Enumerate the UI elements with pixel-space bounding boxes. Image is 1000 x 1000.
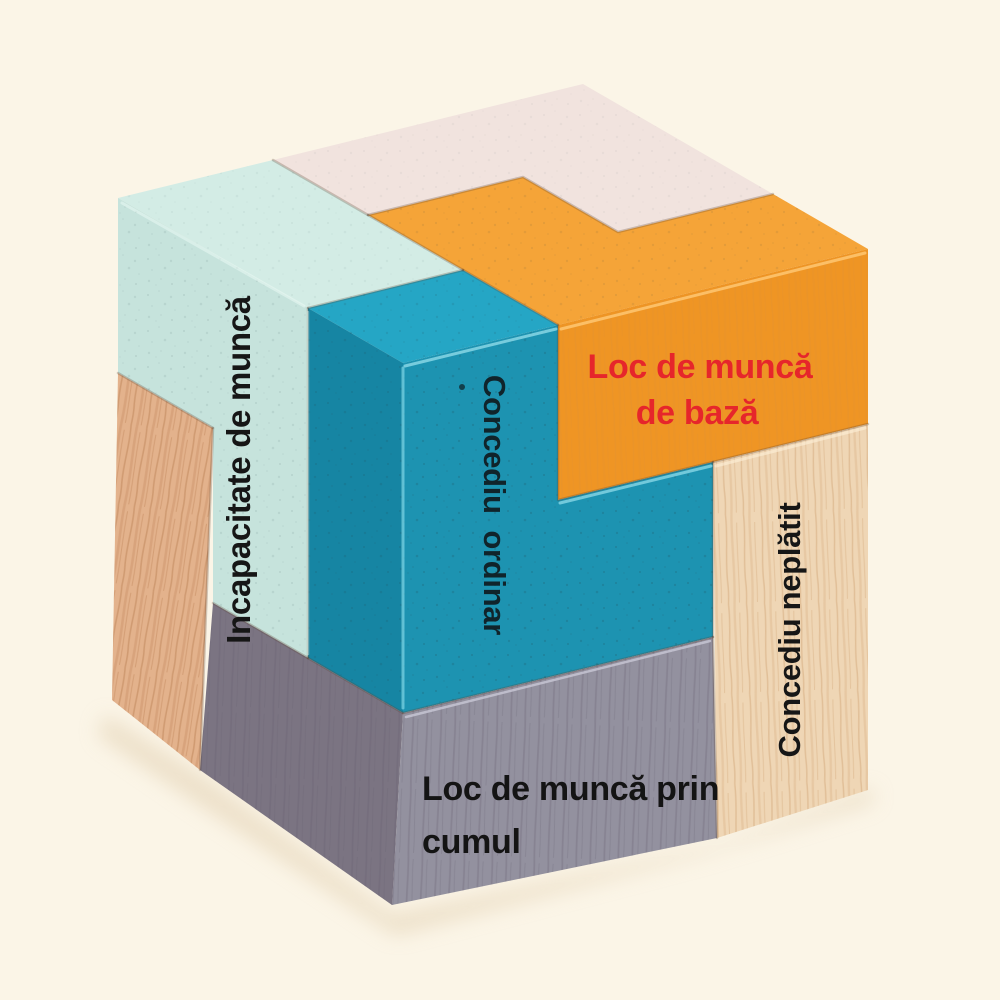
seam-orange-tealfront bbox=[556, 323, 715, 502]
mint-left-speckle-overlay bbox=[118, 198, 308, 658]
highlight-teal-top-edge bbox=[403, 327, 558, 368]
label-concediu-ordinar: Concediu ordinar bbox=[477, 375, 512, 635]
highlight-gray-top-edge bbox=[404, 639, 712, 719]
label-loc-de-munca-de-baza-line2: de bază bbox=[636, 394, 760, 432]
seam-pink-orange bbox=[366, 175, 775, 234]
seam-teal-grayfront bbox=[401, 635, 715, 715]
seam-woodright-gray bbox=[711, 635, 719, 840]
highlight-teal-step-edge bbox=[558, 464, 713, 505]
teal-side-speckle-overlay bbox=[308, 308, 403, 713]
highlight-mint-arris bbox=[120, 201, 306, 308]
seam-mint-tealtop bbox=[306, 268, 465, 310]
label-loc-de-munca-de-baza-line1: Loc de muncă bbox=[587, 348, 813, 386]
label-concediu-neplatit: Concediu neplătit bbox=[772, 503, 807, 758]
teal-front-speckle-overlay bbox=[403, 325, 713, 713]
wood-knot bbox=[459, 384, 465, 390]
label-loc-de-munca-prin-cumul-line2: cumul bbox=[422, 823, 521, 861]
gray-front-grain-overlay bbox=[392, 637, 717, 905]
wood-right-grain-overlay bbox=[713, 424, 868, 838]
cube-shadow bbox=[98, 715, 874, 935]
highlight-woodright-top-edge bbox=[714, 426, 867, 468]
seam-woodleft-vertical bbox=[198, 426, 215, 772]
mint-top-speckle-overlay bbox=[118, 160, 463, 308]
pink-top-speckle-overlay bbox=[273, 84, 773, 232]
label-loc-de-munca-prin-cumul-line1: Loc de muncă prin bbox=[422, 770, 719, 808]
seam-orange-woodright bbox=[711, 422, 870, 464]
label-incapacitate-de-munca: Incapacitate de muncă bbox=[220, 295, 257, 644]
teal-top-speckle-overlay bbox=[308, 270, 558, 363]
seam-mint-orange bbox=[366, 213, 465, 272]
seam-mint-pink bbox=[271, 158, 370, 217]
orange-top-speckle-overlay bbox=[368, 177, 868, 325]
gray-left-grain-overlay bbox=[200, 603, 403, 905]
wood-left-grain-overlay bbox=[112, 373, 213, 770]
seam-mint-woodleft bbox=[116, 371, 215, 430]
seam-mint-grayleft bbox=[211, 601, 310, 660]
seam-tealside-grayleft bbox=[306, 656, 405, 715]
highlight-orange-top-edge bbox=[559, 251, 867, 331]
seam-orange-tealtop bbox=[461, 268, 560, 327]
